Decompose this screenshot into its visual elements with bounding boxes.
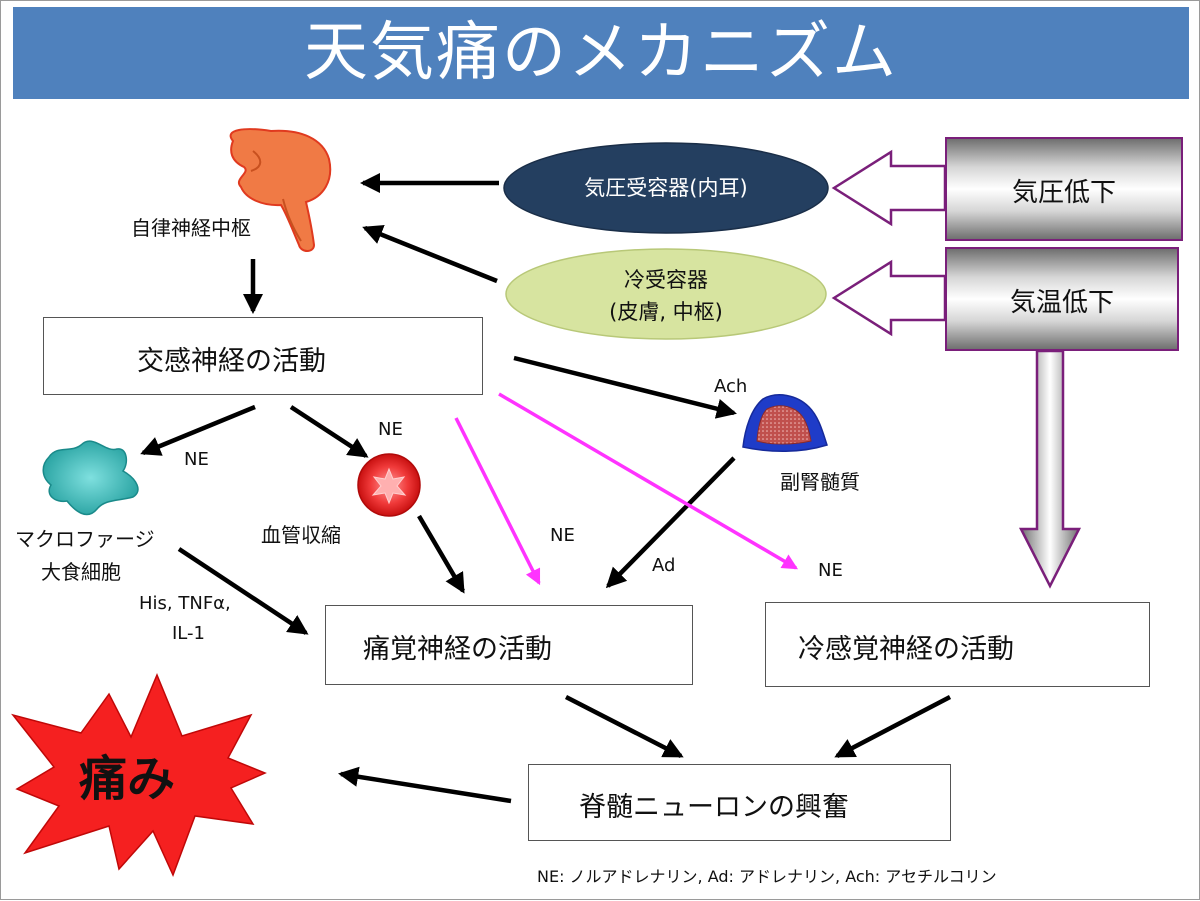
pain-starburst-icon	[11, 673, 267, 877]
ad-label: Ad	[652, 555, 676, 576]
cold-to-center-arrow	[362, 225, 498, 284]
sympathetic-box	[43, 317, 483, 395]
ne-to-cold-nerve-arrow	[498, 392, 799, 570]
spinal-label: 脊髄ニューロンの興奮	[579, 792, 849, 823]
pain-nerve-box	[325, 605, 693, 685]
ne-pain-label: NE	[550, 525, 575, 546]
cold-receptor-ellipse	[505, 248, 827, 340]
sympathetic-label: 交感神経の活動	[137, 346, 326, 377]
pressure-drop-box: 気圧低下	[945, 137, 1183, 241]
ne-macrophage-label: NE	[184, 449, 209, 470]
spinal-box	[528, 764, 951, 841]
page-title: 天気痛のメカニズム	[304, 16, 898, 90]
pain-label: 痛み	[79, 751, 176, 807]
pain-nerve-label: 痛覚神経の活動	[363, 634, 552, 665]
temperature-drop-box: 気温低下	[945, 247, 1179, 351]
vessel-lumen-icon	[371, 467, 407, 505]
adrenal-medulla-icon	[756, 405, 812, 445]
footnote: NE: ノルアドレナリン, Ad: アドレナリン, Ach: アセチルコリン	[537, 867, 997, 886]
pressure-drop-label: 気圧低下	[1011, 178, 1116, 208]
sympathetic-to-vessel-arrow	[289, 405, 369, 458]
cold-receptor-label-line1: 冷受容器	[624, 268, 708, 292]
sympathetic-to-adrenal-arrow	[513, 355, 737, 419]
brain-icon	[229, 128, 332, 252]
macrophage-icon	[42, 440, 139, 516]
temperature-to-cold-nerve-arrow	[1018, 349, 1082, 589]
autonomic-center-label: 自律神経中枢	[131, 216, 251, 240]
vessel-to-pain-nerve-arrow	[417, 514, 465, 594]
spinal-to-pain-arrow	[338, 766, 512, 804]
mediators-label-line2: IL-1	[172, 623, 205, 644]
ach-label: Ach	[714, 376, 748, 397]
macrophage-label-line2: 大食細胞	[41, 560, 121, 584]
macrophage-label-line1: マクロファージ	[15, 527, 155, 551]
ne-to-pain-nerve-arrow	[454, 417, 541, 586]
pain-nerve-to-spinal-arrow	[564, 694, 684, 759]
temperature-trigger-arrow	[831, 259, 947, 337]
sympathetic-to-macrophage-arrow	[140, 404, 256, 456]
pressure-receptor-label: 気圧受容器(内耳)	[584, 176, 748, 200]
cold-nerve-to-spinal-arrow	[834, 695, 952, 758]
ne-cold-label: NE	[818, 560, 843, 581]
pressure-trigger-arrow	[831, 149, 947, 227]
adrenal-medulla-label: 副腎髄質	[780, 470, 860, 494]
cold-receptor-label-line2: (皮膚, 中枢)	[609, 300, 723, 324]
macrophage-to-pain-nerve-arrow	[177, 547, 309, 635]
adrenal-to-pain-nerve-arrow	[605, 456, 736, 589]
vasoconstriction-label: 血管収縮	[261, 523, 341, 547]
temperature-drop-label: 気温低下	[1009, 288, 1114, 318]
title-bar: 天気痛のメカニズム	[13, 7, 1189, 99]
mediators-label-line1: His, TNFα,	[139, 593, 231, 614]
cold-nerve-label: 冷感覚神経の活動	[798, 634, 1014, 665]
pressure-receptor-ellipse	[503, 142, 829, 234]
cold-nerve-box	[765, 602, 1150, 687]
ne-vessel-label: NE	[378, 419, 403, 440]
